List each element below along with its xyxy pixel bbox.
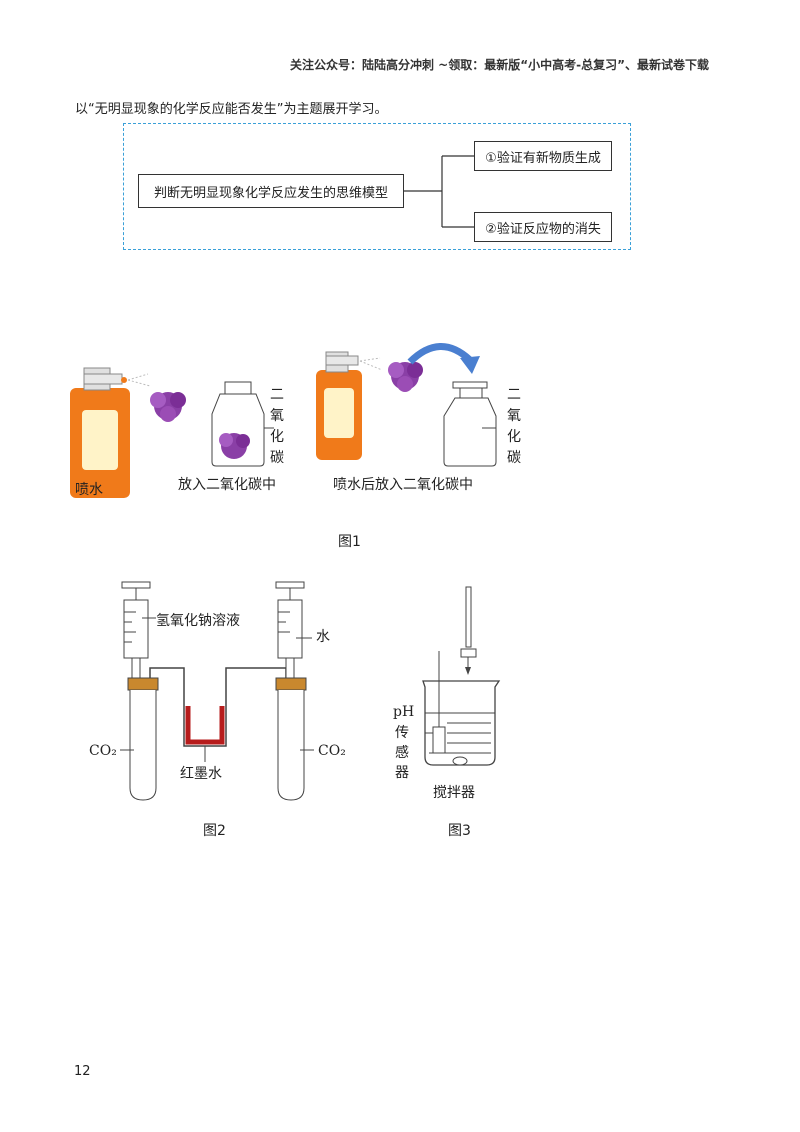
spray-bottle-icon-2 <box>316 351 383 460</box>
spray-bottle-icon <box>70 367 151 498</box>
purple-flower-icon <box>150 392 186 422</box>
figure-3-drawing <box>422 586 501 766</box>
gas-label-1: 二氧化碳 <box>270 387 284 466</box>
page-number: 12 <box>74 1064 91 1079</box>
intro-text: 以“无明显现象的化学反应能否发生”为主题展开学习。 <box>75 102 388 117</box>
label-spray-then-put: 喷水后放入二氧化碳中 <box>333 477 473 493</box>
model-connectors <box>404 155 474 228</box>
label-sensor-1: 传 <box>395 725 409 741</box>
figure-2-drawing <box>120 581 314 801</box>
figure-3-caption: 图3 <box>448 823 471 839</box>
curved-arrow-icon <box>407 343 480 374</box>
label-ph: pH <box>393 704 415 720</box>
label-water: 水 <box>316 629 330 645</box>
gas-bottle-empty <box>443 381 497 467</box>
figure-1-caption: 图1 <box>338 534 361 550</box>
test-tube-left <box>127 677 159 801</box>
thinking-model-box: 判断无明显现象化学反应发生的思维模型 ①验证有新物质生成 ②验证反应物的消失 <box>123 123 631 250</box>
label-stirrer: 搅拌器 <box>433 785 475 801</box>
label-co2-right: CO₂ <box>318 743 346 759</box>
figure-2-caption: 图2 <box>203 823 226 839</box>
label-sensor-2: 感 <box>395 745 409 761</box>
test-tube-right <box>275 677 307 801</box>
model-branch-2: ②验证反应物的消失 <box>474 212 612 242</box>
header-note: 关注公众号：陆陆高分冲刺 ~领取：最新版“小中高考-总复习”、最新试卷下载 <box>290 58 709 72</box>
label-sensor-3: 器 <box>395 765 409 781</box>
label-naoh: 氢氧化钠溶液 <box>156 613 240 629</box>
u-tube-connector <box>149 667 287 747</box>
syringe-right <box>275 581 305 679</box>
gas-bottle-with-flower <box>211 381 274 467</box>
label-co2-left: CO₂ <box>89 743 117 759</box>
label-spray: 喷水 <box>75 482 103 498</box>
purple-flower-icon-2 <box>388 362 423 392</box>
burette <box>460 586 477 675</box>
stirrer <box>452 756 468 766</box>
label-put-in-co2: 放入二氧化碳中 <box>178 477 276 493</box>
syringe-left <box>121 581 151 679</box>
figure-1-drawing <box>70 343 497 498</box>
ph-sensor <box>425 651 446 754</box>
model-branch-1: ①验证有新物质生成 <box>474 141 612 171</box>
gas-label-2: 二氧化碳 <box>507 387 521 466</box>
model-main-node: 判断无明显现象化学反应发生的思维模型 <box>138 174 404 208</box>
label-red-ink: 红墨水 <box>180 766 222 782</box>
